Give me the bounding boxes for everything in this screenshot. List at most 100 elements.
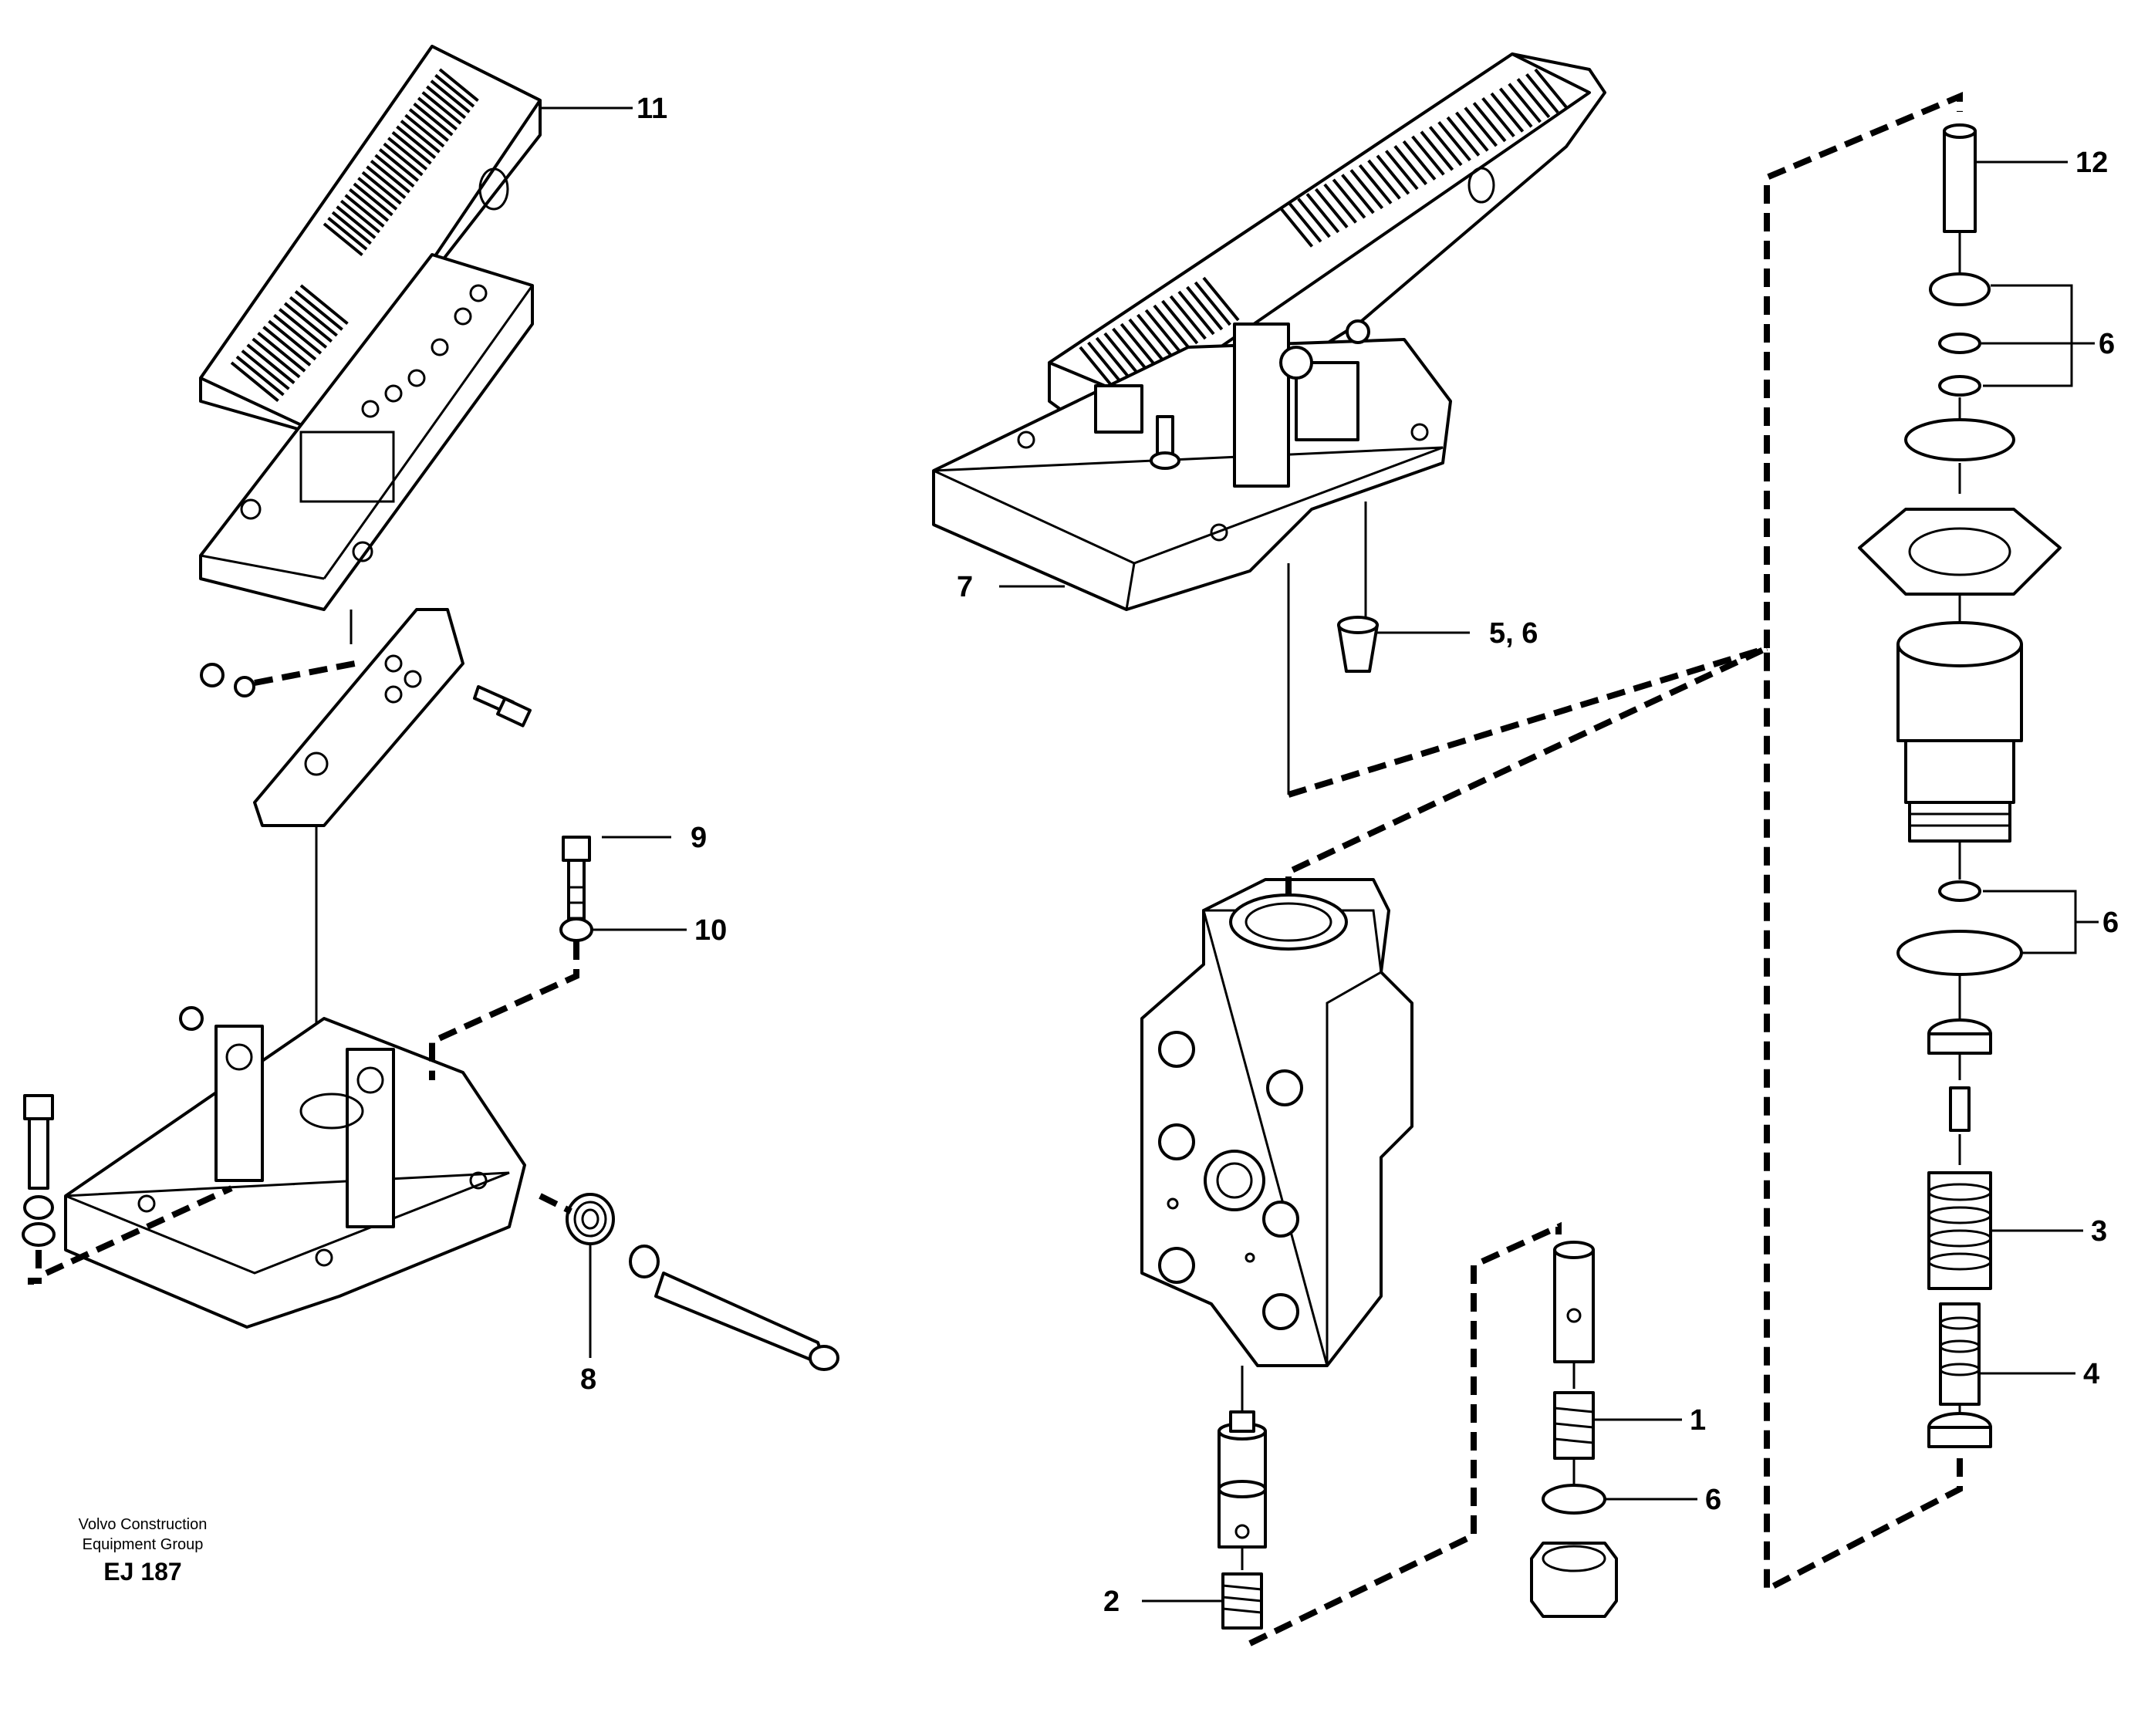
pedal-rib [1490,92,1525,133]
callout-2: 2 [1103,1586,1120,1618]
pedal-rib [438,68,479,103]
nut-10 [559,917,593,942]
callout-7: 7 [957,571,973,603]
spring-8 [566,1193,615,1245]
pedal-rib [1367,159,1401,200]
pedal-rib [404,113,445,148]
spring-2 [1221,1572,1263,1630]
pedal-rib [1202,276,1240,322]
pedal-rib [339,199,380,234]
pedal-rib [1481,96,1515,138]
pivot-shaft [654,1272,839,1371]
linkage-plate [253,608,464,827]
pedal-bracket-left [199,253,534,611]
pedal-rib [391,130,432,165]
pedal-rib [1144,309,1182,354]
pedal-rib [268,319,317,361]
center-pedal-assembly [932,52,1768,798]
pedal-rib [1120,323,1157,368]
pedal-rib [246,343,296,384]
spring-4 [1939,1302,1981,1406]
washer-left-b [234,676,255,697]
pedal-rib [400,120,441,154]
pedal-rib [1411,135,1445,176]
pedal-rib [1279,207,1314,248]
callout-3: 3 [2091,1215,2107,1248]
washer-shaft [629,1245,660,1278]
pedal-rib [294,290,343,331]
pedal-rib [1153,304,1191,350]
pedal-rib [257,331,306,373]
pedal-rib [1428,126,1463,167]
valve-body [1140,878,1413,1367]
pedal-rib [283,302,333,343]
credit-line-2: Equipment Group [83,1536,204,1553]
pedal-rib [273,313,323,355]
pedal-rib [1341,174,1375,214]
callout-1: 1 [1690,1404,1706,1437]
callout-leaders [540,106,2099,1603]
pedal-rib [344,194,385,228]
pedal-rib [262,326,312,366]
pedal-rib [1288,202,1322,243]
spring-1 [1553,1391,1595,1460]
pedal-rib [230,361,279,403]
pedal-rib [299,284,349,326]
pedal-rib [383,142,424,177]
pedal-rib [374,154,415,188]
nut-center [1530,1542,1618,1618]
callout-9: 9 [691,822,707,854]
pedal-rib [1498,87,1533,128]
pedal-rib [1095,336,1133,382]
pedal-rib [1305,193,1340,234]
pedal-rib [1534,68,1569,109]
pedal-rib [336,205,377,239]
pedal-rib [1393,145,1427,186]
spring-seat-top [1927,1018,1992,1055]
pedal-rib [1161,299,1199,345]
pedal-rib [235,355,285,397]
credit-line-1: Volvo Construction [79,1516,208,1533]
pedal-rib [430,79,471,113]
callout-11: 11 [637,93,667,125]
callout-8: 8 [580,1363,596,1396]
o-ring-large-a [1904,418,2015,461]
pedal-rib [241,350,290,390]
spool-1 [1553,1241,1595,1363]
pedal-rib [1112,327,1150,373]
callout-6-bottom: 6 [1705,1484,1721,1516]
right-stack [1764,91,2062,1595]
o-ring-small-c [1938,880,1981,902]
base-plate-left [64,1017,526,1329]
drawing-code: EJ 187 [103,1558,181,1586]
pedal-rib [1446,116,1481,157]
pedal-rib [396,125,437,160]
o-ring-small-b [1938,375,1981,397]
pedal-rib [1314,187,1349,228]
pedal-rib [1420,130,1454,171]
pin-12 [1943,123,1977,233]
pedal-rib [1358,164,1393,204]
o-ring-large-b [1896,930,2023,976]
pedal-rib [1385,150,1419,191]
pedal-rib [1297,198,1331,238]
pedal-rib [426,85,467,120]
pedal-rib [1472,102,1507,143]
valve-cartridge [1896,621,2023,843]
pedal-rib [331,211,372,245]
pedal-rib [1402,140,1437,181]
pedal-rib [387,137,428,171]
pedal-rib [378,148,419,182]
pedal-rib [323,222,363,257]
pedal-rib [361,171,402,205]
small-screw [1949,1086,1971,1132]
left-pedal-assembly [22,45,839,1371]
pedal-rib [1332,178,1366,219]
pedal-rib [413,102,454,137]
plug-5-6 [1337,616,1379,673]
spool-2 [1218,1410,1267,1549]
washer-left-c [179,1006,204,1031]
pedal-rib [1079,346,1116,391]
pedal-rib [1525,73,1559,113]
